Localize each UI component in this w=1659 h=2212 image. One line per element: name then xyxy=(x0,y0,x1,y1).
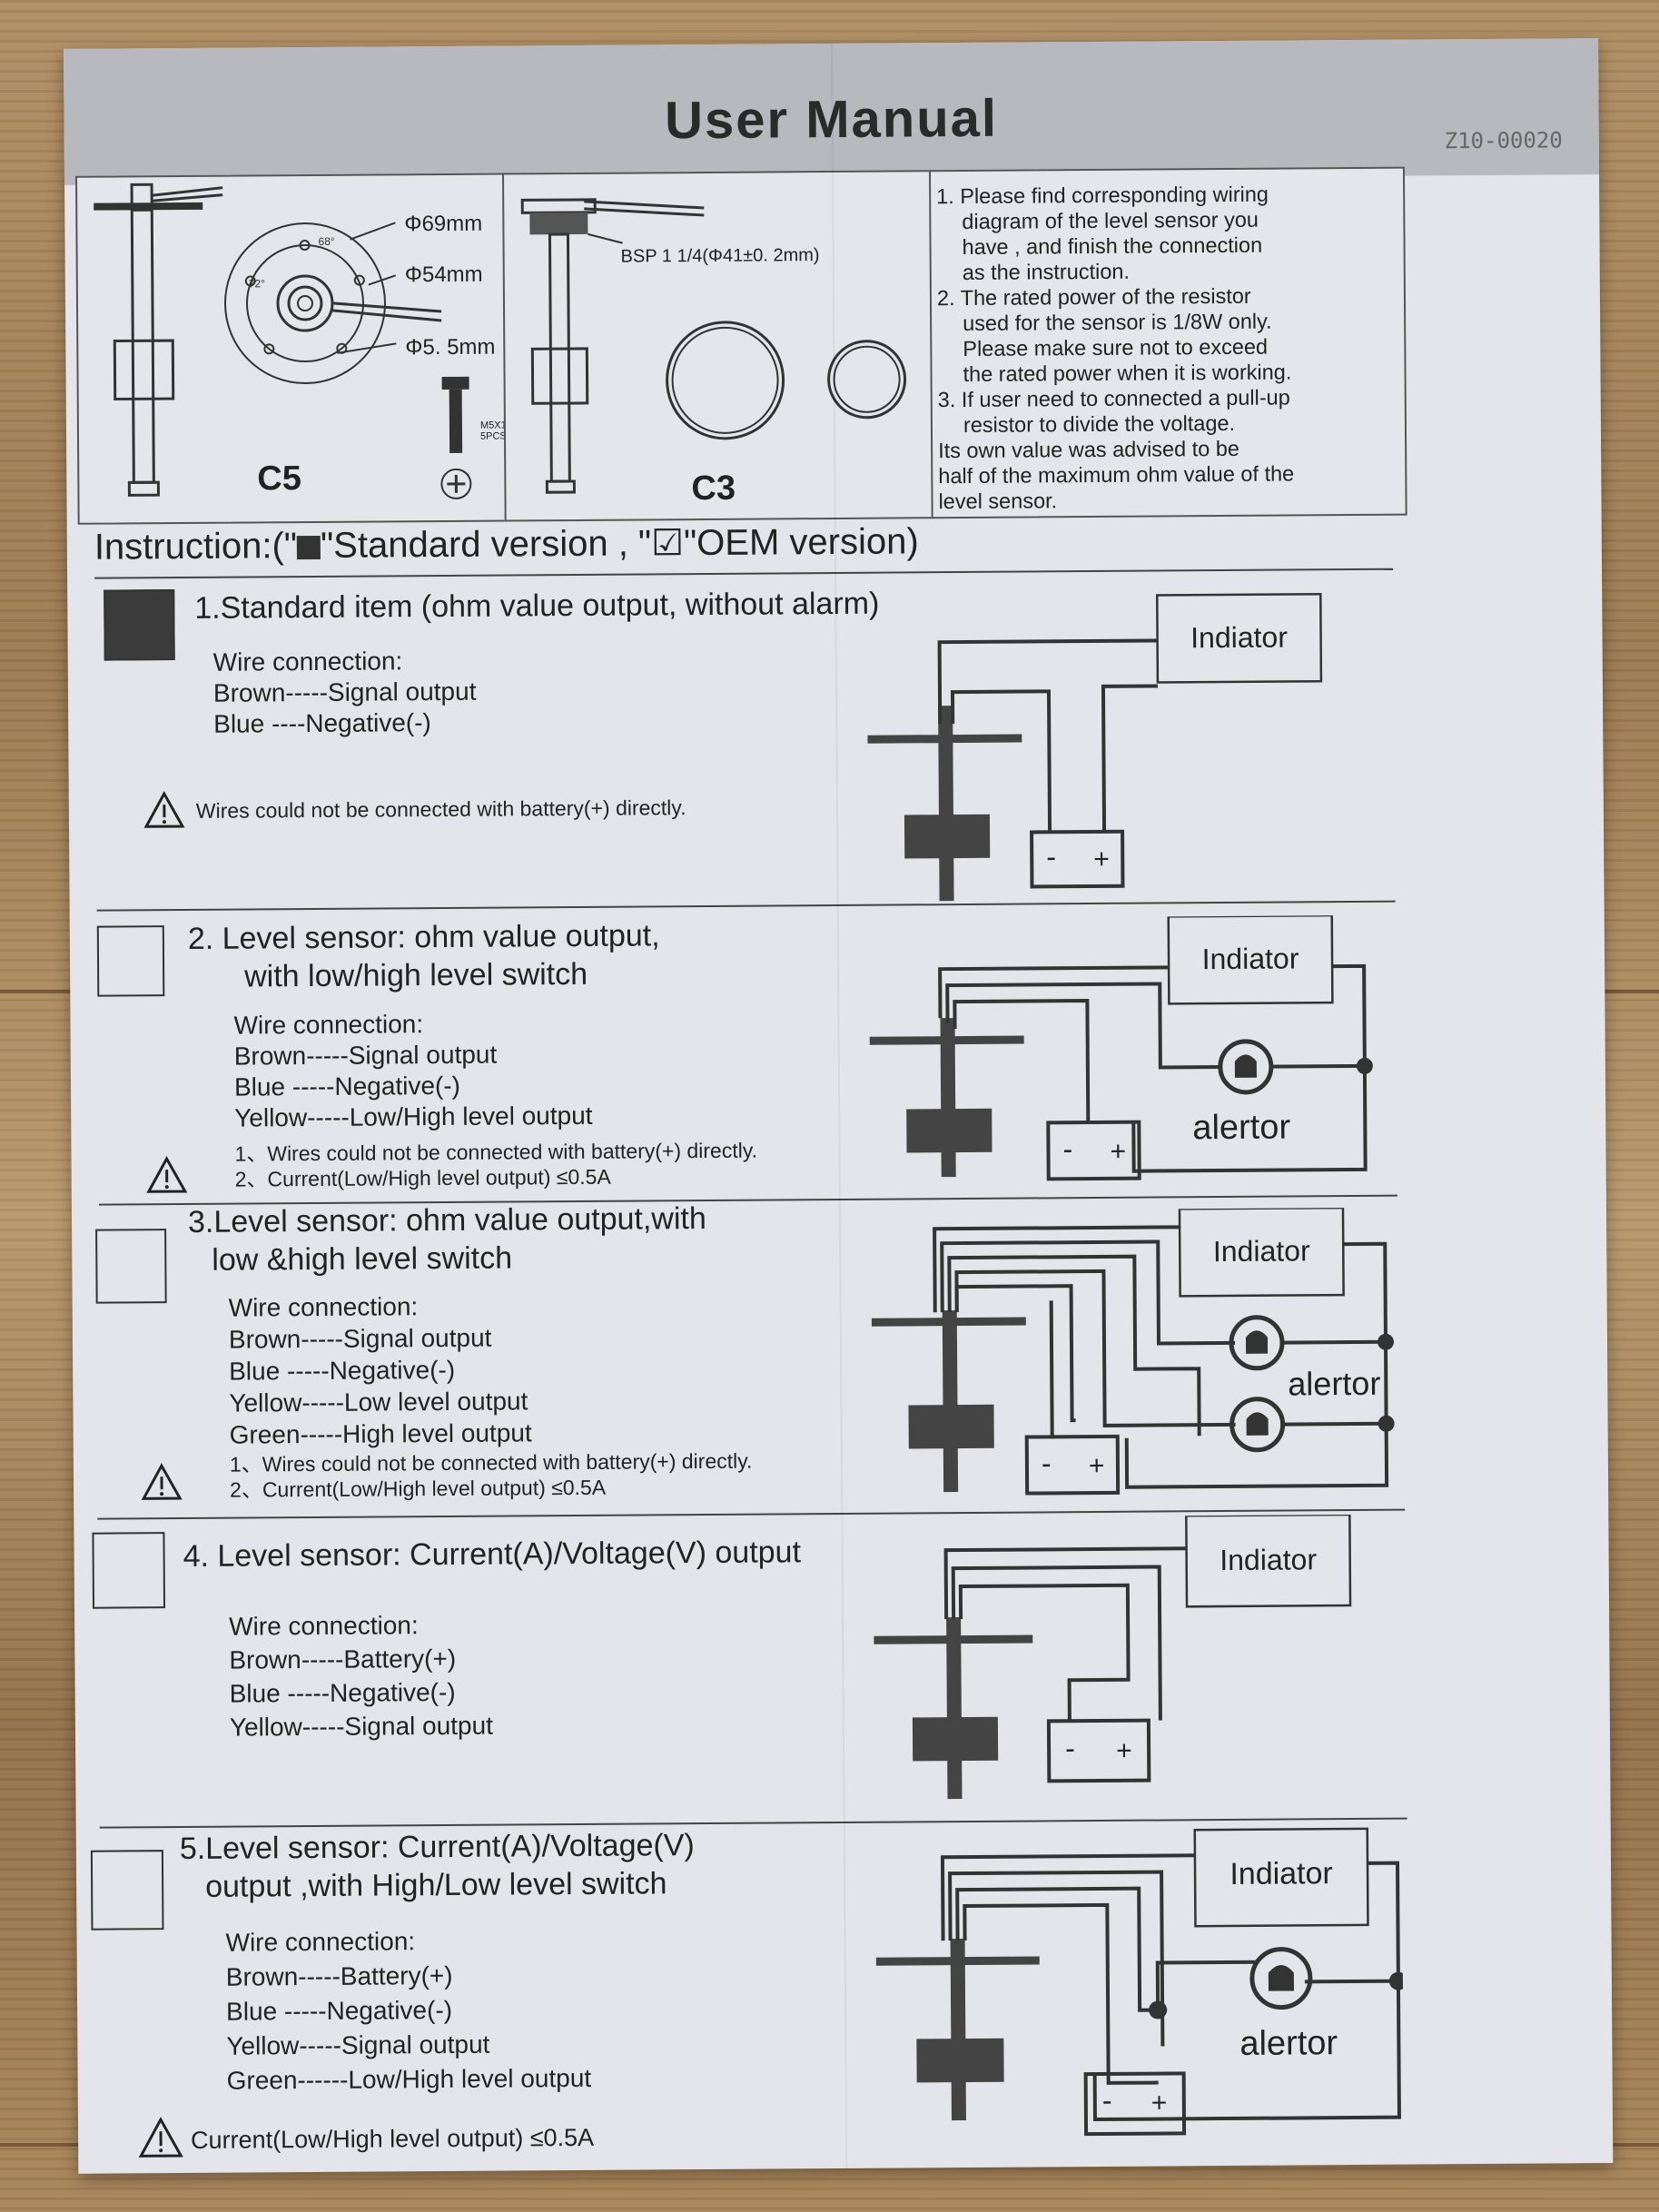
instruction-heading: Instruction:(""Standard version , "☑"OEM… xyxy=(94,521,919,568)
section-1-wiring-diagram: Indiator - + xyxy=(867,592,1323,902)
c3-spec-panel: BSP 1 1/4(Φ41±0. 2mm) C3 xyxy=(501,170,935,522)
section-4-wires: Wire connection: Brown-----Battery(+) Bl… xyxy=(229,1611,494,1742)
section-1-warning: Wires could not be connected with batter… xyxy=(195,795,686,823)
standard-square-icon xyxy=(296,535,321,560)
section-3-wiring-diagram: Indiator - + alertor xyxy=(871,1207,1395,1496)
svg-text:-: - xyxy=(1102,2084,1112,2117)
section-5-wiring-diagram: Indiator - + alertor xyxy=(875,1827,1405,2137)
svg-text:+: + xyxy=(1110,1137,1126,1167)
section-2-warnings: 1、Wires could not be connected with batt… xyxy=(234,1138,758,1191)
c5-label: C5 xyxy=(257,459,302,499)
angle-label: 72° xyxy=(249,277,265,290)
warning-icon xyxy=(138,2117,183,2158)
section-2-title: 2. Level sensor: ohm value output, with … xyxy=(187,918,660,994)
indicator-label: Indiator xyxy=(1190,621,1288,655)
section-4-checkbox xyxy=(92,1532,166,1609)
section-5-title: 5.Level sensor: Current(A)/Voltage(V) ou… xyxy=(179,1828,695,1904)
dim-69: Φ69mm xyxy=(404,211,483,237)
indicator-label: Indiator xyxy=(1220,1543,1317,1576)
user-manual-sheet: User Manual Z10-00020 xyxy=(64,38,1614,2174)
section-1-wires: Wire connection: Brown-----Signal output… xyxy=(212,647,477,738)
document-code: Z10-00020 xyxy=(1444,127,1563,154)
section-5-checkbox xyxy=(90,1850,164,1931)
oem-checkbox-icon: ☑ xyxy=(650,523,685,564)
section-5-warning: Current(Low/High level output) ≤0.5A xyxy=(190,2123,595,2154)
svg-text:-: - xyxy=(1042,1447,1052,1479)
section-3-warnings: 1、Wires could not be connected with batt… xyxy=(229,1448,753,1502)
alertor-label: alertor xyxy=(1239,2024,1338,2063)
svg-text:+: + xyxy=(1093,844,1110,874)
warning-icon xyxy=(143,791,185,828)
c5-drawing: 68° 72° xyxy=(94,183,472,499)
section-4-title: 4. Level sensor: Current(A)/Voltage(V) o… xyxy=(183,1535,802,1575)
warning-icon xyxy=(141,1463,183,1500)
indicator-label: Indiator xyxy=(1213,1234,1310,1268)
svg-text:-: - xyxy=(1046,840,1056,873)
page-title: User Manual xyxy=(664,88,999,151)
section-2-wiring-diagram: Indiator - + alertor xyxy=(869,914,1373,1181)
c3-label: C3 xyxy=(691,469,736,509)
alertor-label: alertor xyxy=(1192,1108,1290,1147)
section-3-wires: Wire connection: Brown-----Signal output… xyxy=(228,1292,532,1449)
divider xyxy=(94,568,1394,579)
dim-55: Φ5. 5mm xyxy=(405,334,496,360)
section-4-wiring-diagram: Indiator - + xyxy=(874,1514,1352,1800)
svg-text:-: - xyxy=(1062,1132,1072,1165)
section-1-title: 1.Standard item (ohm value output, witho… xyxy=(194,586,880,626)
divider xyxy=(99,1817,1407,1829)
section-2-wires: Wire connection: Brown-----Signal output… xyxy=(233,1010,593,1132)
c3-drawing xyxy=(520,198,907,494)
section-3-checkbox xyxy=(95,1229,167,1304)
alertor-label: alertor xyxy=(1288,1365,1380,1403)
section-5-wires: Wire connection: Brown-----Battery(+) Bl… xyxy=(225,1927,592,2095)
section-3-title: 3.Level sensor: ohm value output,with lo… xyxy=(187,1200,706,1278)
section-2-checkbox xyxy=(96,925,165,997)
svg-text:+: + xyxy=(1089,1451,1105,1481)
dim-54: Φ54mm xyxy=(404,262,483,288)
svg-text:+: + xyxy=(1151,2088,1168,2118)
bsp-spec: BSP 1 1/4(Φ41±0. 2mm) xyxy=(620,245,820,267)
divider xyxy=(96,900,1396,912)
warning-icon xyxy=(146,1156,188,1193)
angle-label: 68° xyxy=(318,235,334,248)
svg-text:+: + xyxy=(1116,1736,1132,1766)
svg-text:-: - xyxy=(1065,1732,1075,1764)
indicator-label: Indiator xyxy=(1202,942,1299,975)
indicator-label: Indiator xyxy=(1229,1856,1333,1891)
section-1-checkbox xyxy=(104,589,175,661)
